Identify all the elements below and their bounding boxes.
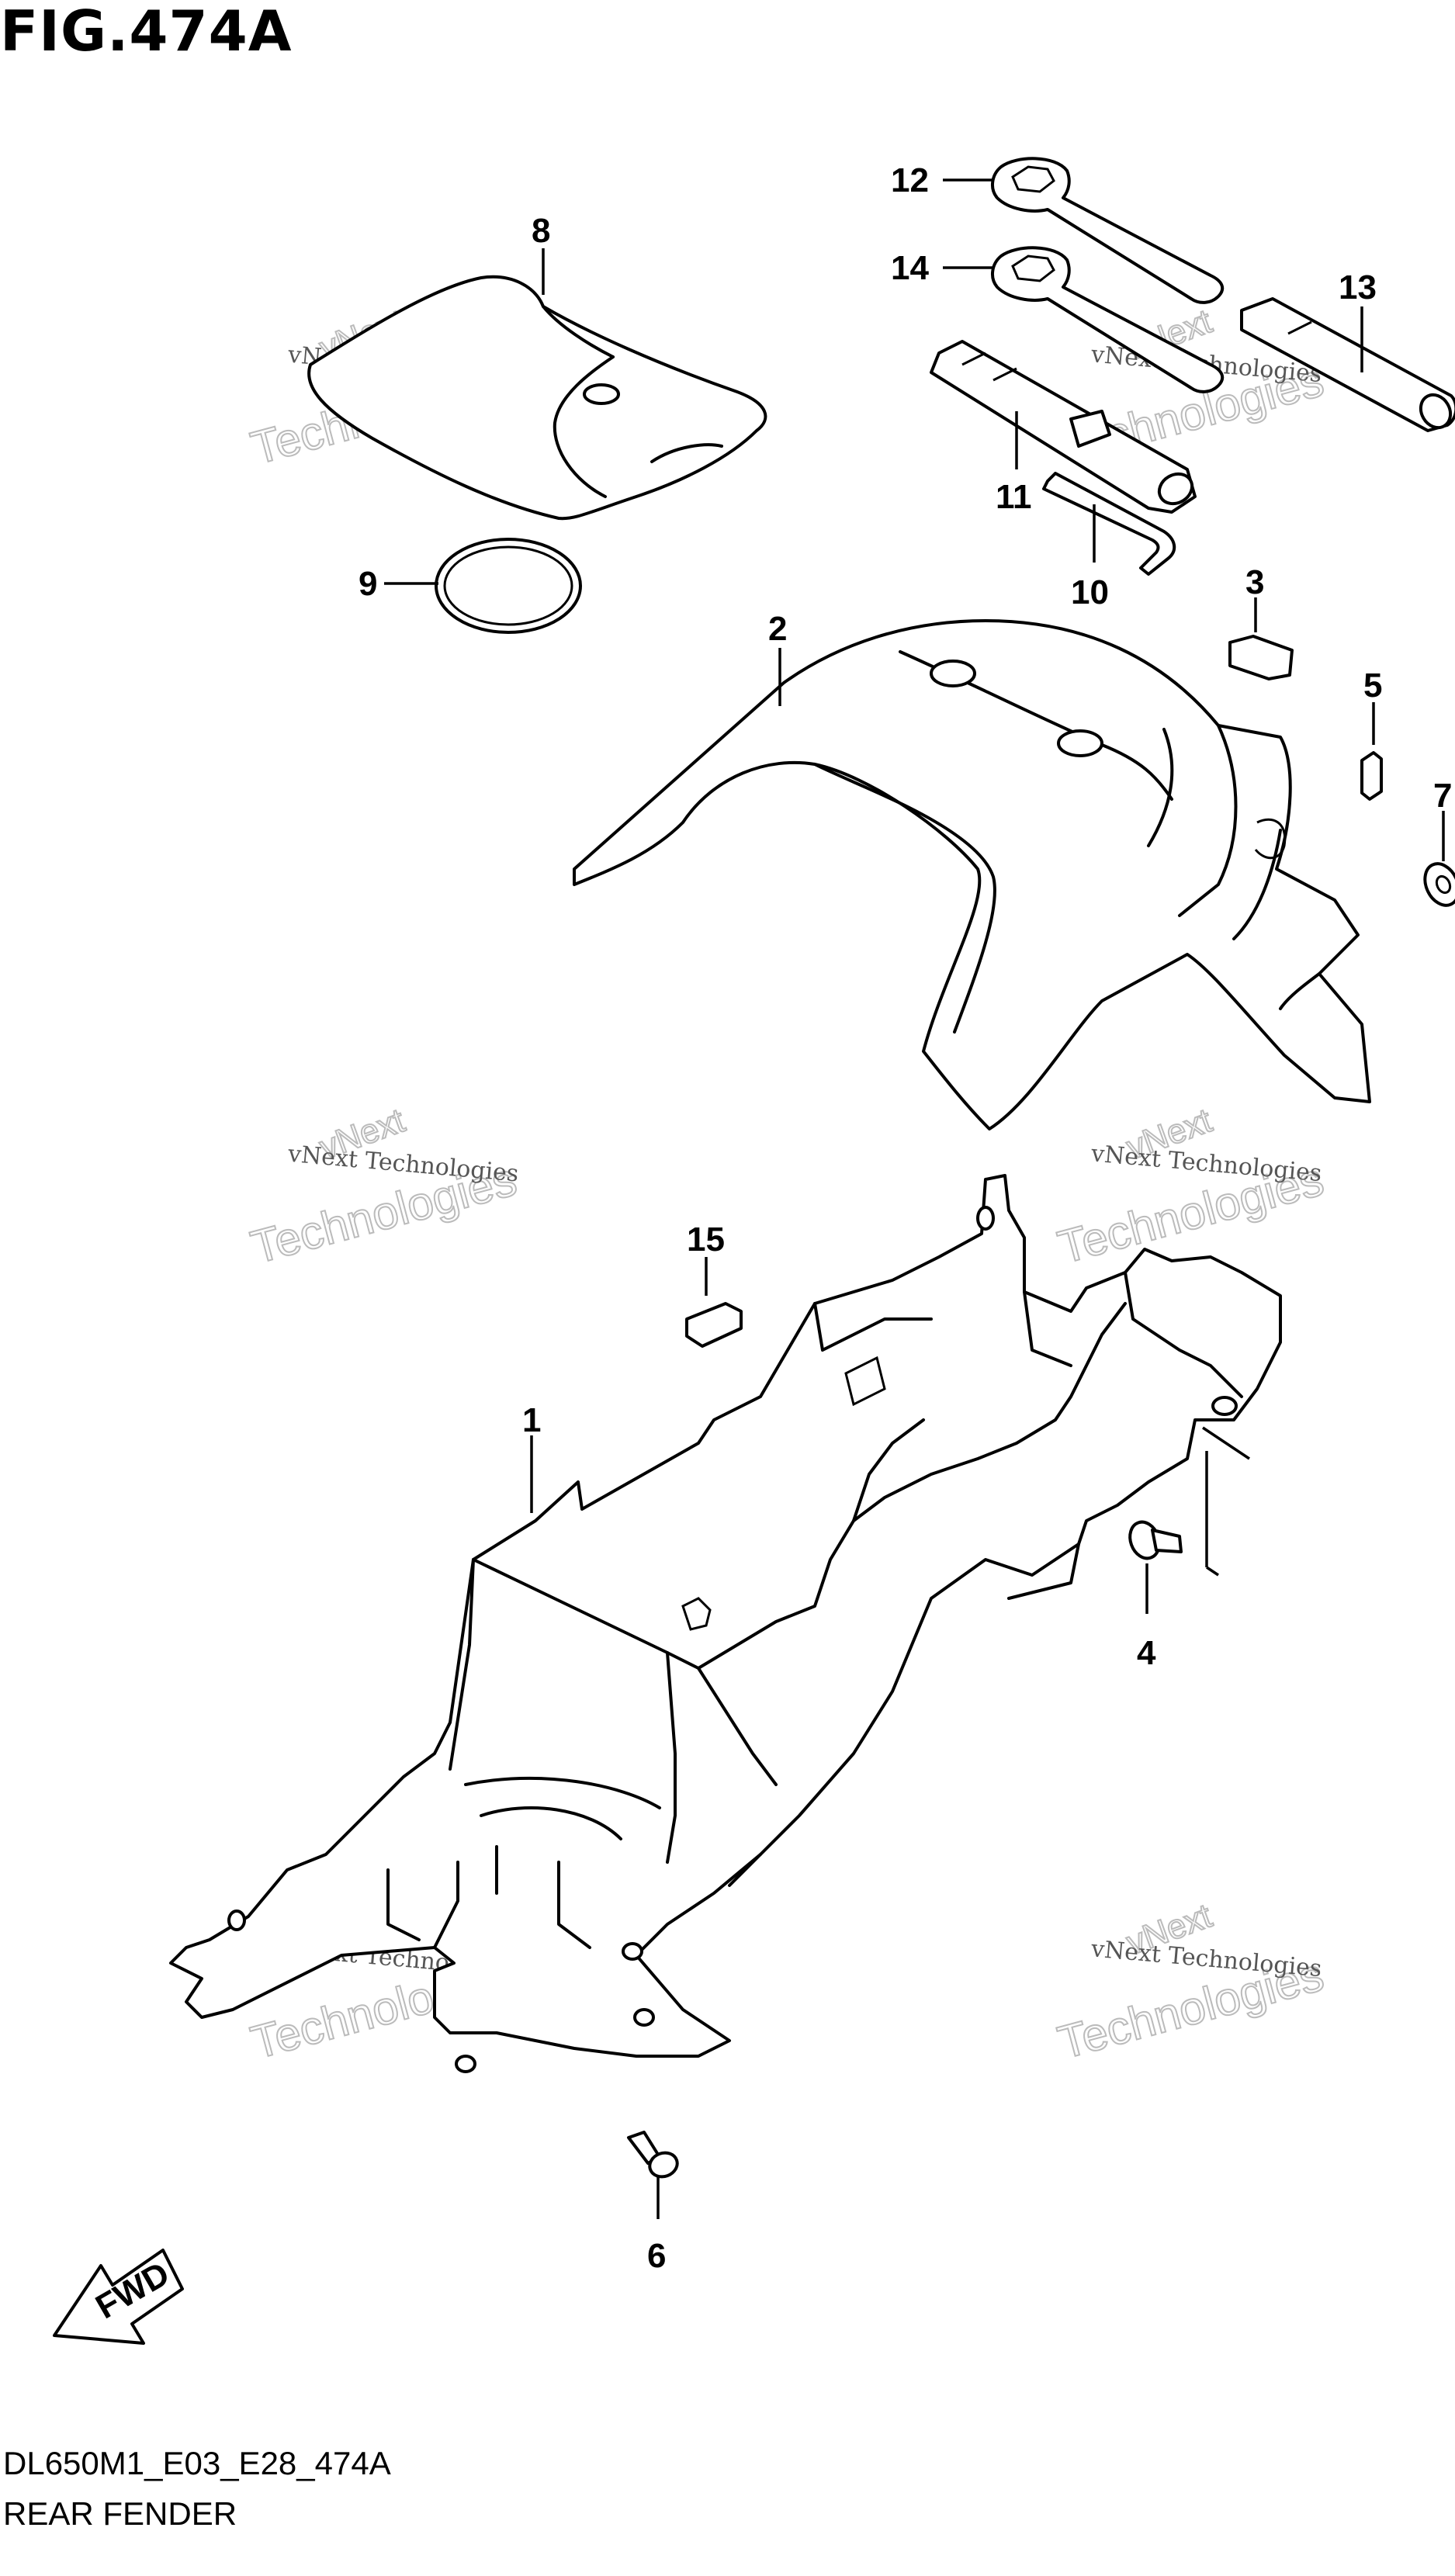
callout-2[interactable]: 2 <box>768 610 787 648</box>
part-14-wrench[interactable] <box>991 246 1225 393</box>
figure-title: FIG.474A <box>0 0 293 64</box>
callout-6[interactable]: 6 <box>647 2237 666 2275</box>
part-1-rear-fender[interactable] <box>169 1174 1282 2073</box>
callout-11[interactable]: 11 <box>996 478 1032 516</box>
part-8-tool-bag[interactable] <box>307 275 767 521</box>
part-13-handle[interactable] <box>1240 297 1455 433</box>
callout-12[interactable]: 12 <box>891 161 929 199</box>
part-11-socket-wrench[interactable] <box>930 340 1197 514</box>
part-3-pad[interactable] <box>1228 635 1294 680</box>
callout-15[interactable]: 15 <box>687 1220 725 1259</box>
part-10-hex-key[interactable] <box>1042 472 1176 576</box>
part-5-clip[interactable] <box>1360 751 1383 801</box>
part-12-wrench[interactable] <box>991 157 1225 304</box>
svg-text:vNext Technologies: vNext Technologies <box>1090 1935 1323 1982</box>
callout-10[interactable]: 10 <box>1071 573 1109 611</box>
part-2-rear-cover[interactable] <box>573 619 1371 1130</box>
watermark-4: vNext Technologies vNext Technologies <box>1052 1100 1330 1274</box>
part-9-ring[interactable] <box>435 538 582 634</box>
callouts: 8 9 12 14 13 11 10 2 3 5 7 15 1 4 6 <box>359 161 1452 2275</box>
callout-13[interactable]: 13 <box>1339 268 1377 306</box>
callout-3[interactable]: 3 <box>1245 563 1264 601</box>
fwd-arrow: FWD <box>53 2249 184 2345</box>
watermark-3: vNext Technologies vNext Technologies <box>245 1100 523 1274</box>
part-15-pad[interactable] <box>685 1302 743 1348</box>
part-7-washer[interactable] <box>1419 858 1455 911</box>
figure-code: DL650M1_E03_E28_474A <box>3 2445 391 2481</box>
figure-name: REAR FENDER <box>3 2495 237 2532</box>
callout-1[interactable]: 1 <box>522 1401 541 1439</box>
callout-7[interactable]: 7 <box>1433 777 1452 815</box>
callout-4[interactable]: 4 <box>1137 1634 1156 1672</box>
callout-14[interactable]: 14 <box>891 249 929 287</box>
leader-lines <box>384 178 1445 2219</box>
callout-9[interactable]: 9 <box>359 565 377 603</box>
callout-5[interactable]: 5 <box>1363 667 1382 705</box>
part-4-rivet[interactable] <box>1125 1518 1183 1562</box>
part-6-bolt[interactable] <box>627 2131 681 2180</box>
watermark-6: vNext Technologies vNext Technologies <box>1052 1896 1330 2069</box>
callout-8[interactable]: 8 <box>532 212 550 250</box>
svg-text:vNext Technologies: vNext Technologies <box>1090 1140 1323 1187</box>
